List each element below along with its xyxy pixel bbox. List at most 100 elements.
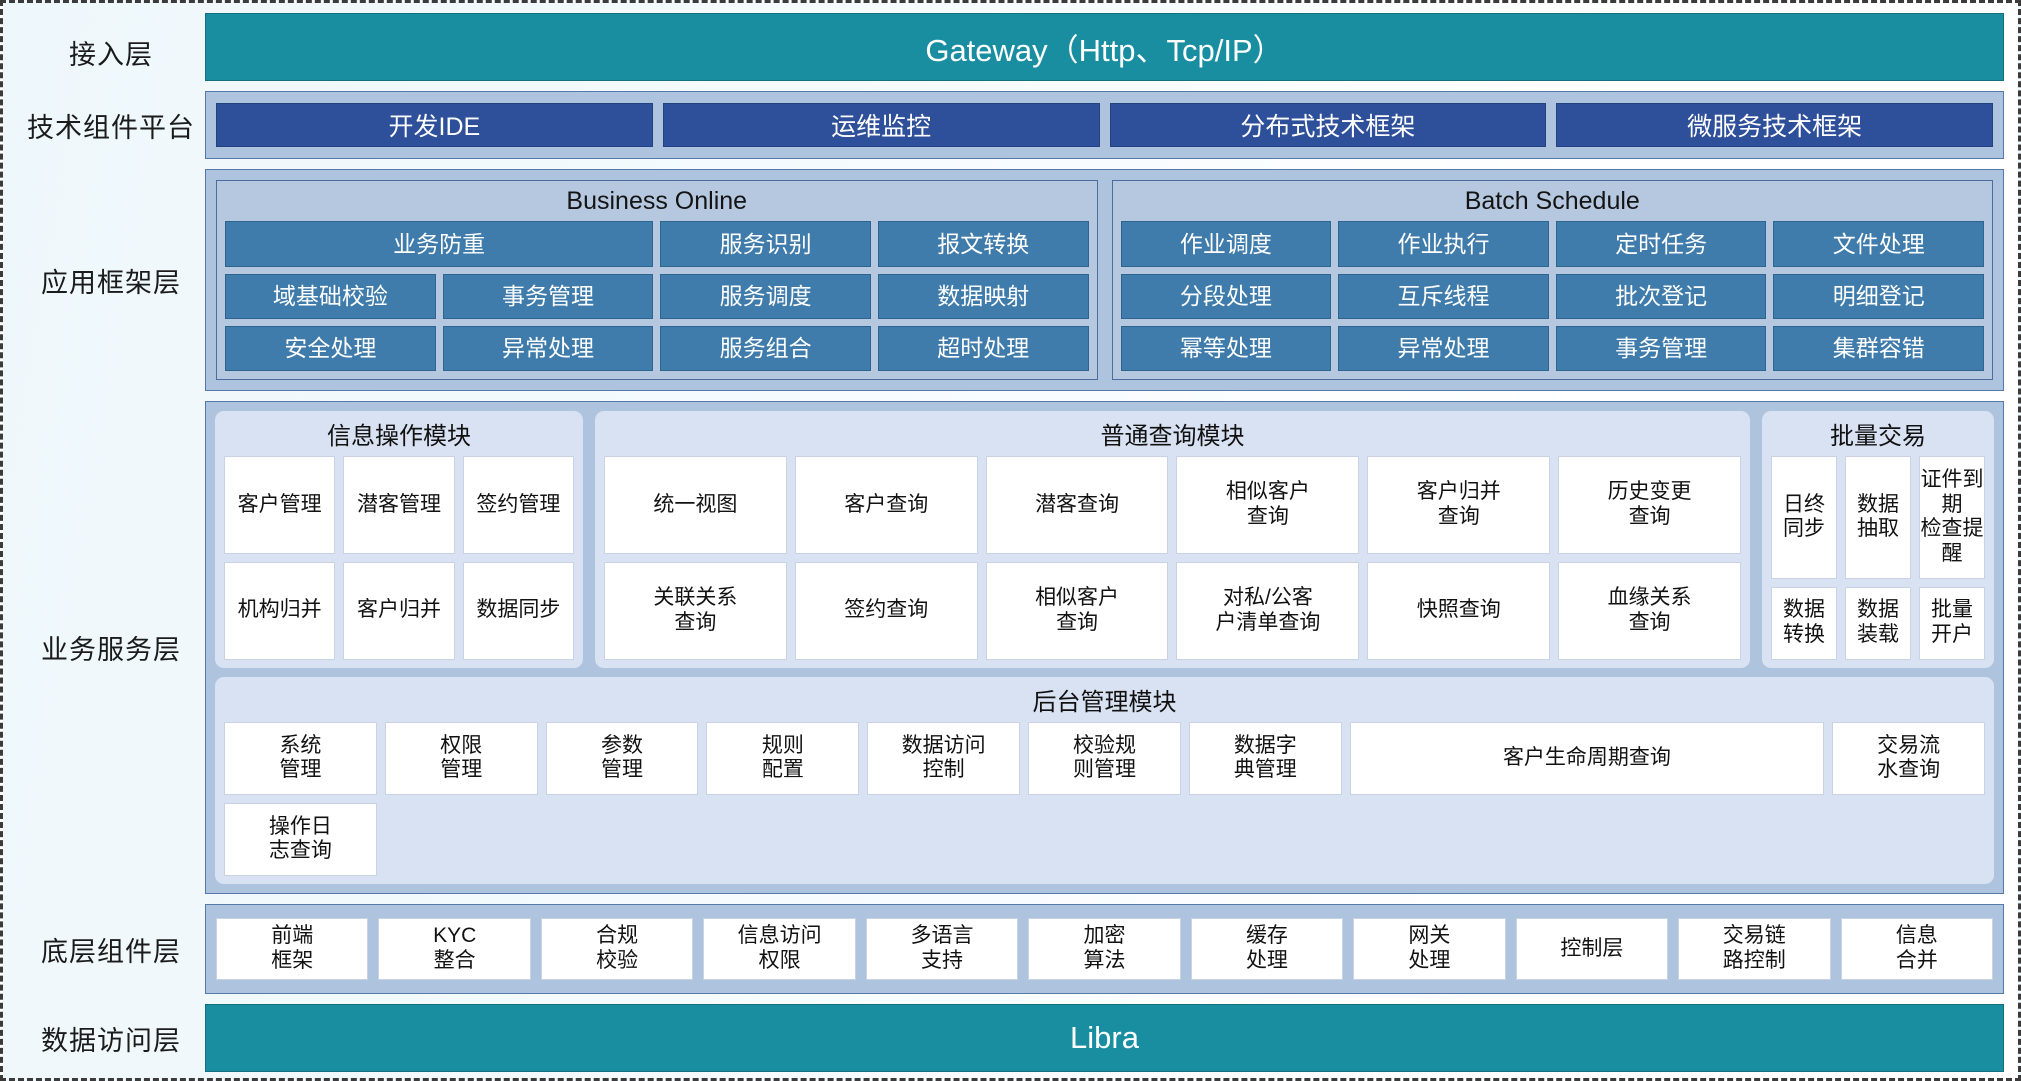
base-item-5[interactable]: 加密 算法 [1028,918,1181,980]
query-item-11[interactable]: 血缘关系 查询 [1558,561,1741,660]
batch-item-0[interactable]: 日终 同步 [1771,456,1837,579]
bo-item-6[interactable]: 数据映射 [877,273,1089,319]
business-service-bottom-row: 后台管理模块 系统 管理 权限 管理 参数 管理 规则 配置 数据访问 控制 校… [215,676,1994,884]
module-common-query: 普通查询模块 统一视图 客户查询 潜客查询 相似客户 查询 客户归并 查询 历史… [595,411,1750,668]
tech-item-ide[interactable]: 开发IDE [216,103,653,147]
query-item-0[interactable]: 统一视图 [604,456,787,554]
base-item-3[interactable]: 信息访问 权限 [703,918,856,980]
query-item-5[interactable]: 历史变更 查询 [1558,456,1741,554]
query-item-7[interactable]: 签约查询 [794,561,978,660]
query-item-1[interactable]: 客户查询 [794,456,978,554]
bs-item-7[interactable]: 明细登记 [1773,273,1984,319]
layer-label-base: 底层组件层 [41,936,181,967]
group-title-business-online: Business Online [566,187,748,215]
info-item-5[interactable]: 数据同步 [462,561,574,660]
query-item-6[interactable]: 关联关系 查询 [604,561,787,660]
batch-item-2[interactable]: 证件到期 检查提醒 [1919,456,1985,579]
bo-item-8[interactable]: 异常处理 [442,325,654,371]
layer-app-framework: 应用框架层 Business Online 业务防重 服务识别 报文转换 域基础… [17,169,2004,391]
info-item-3[interactable]: 机构归并 [224,561,336,660]
bs-item-0[interactable]: 作业调度 [1120,221,1332,267]
bo-item-2[interactable]: 报文转换 [877,221,1089,267]
layer-business-service: 业务服务层 信息操作模块 客户管理 潜客管理 签约管理 机构归并 客户归并 数据… [17,401,2004,894]
bo-item-4[interactable]: 事务管理 [442,273,654,319]
bs-item-1[interactable]: 作业执行 [1338,221,1549,267]
info-item-0[interactable]: 客户管理 [224,456,336,554]
layer-label-data: 数据访问层 [41,1025,181,1056]
business-online-grid: 业务防重 服务识别 报文转换 域基础校验 事务管理 服务调度 数据映射 安全处理… [225,221,1089,371]
spacer [17,894,2004,904]
admin-item-1[interactable]: 权限 管理 [384,721,538,795]
base-item-6[interactable]: 缓存 处理 [1190,918,1344,980]
admin-item-7[interactable]: 客户生命周期查询 [1349,721,1825,795]
spacer [17,159,2004,169]
spacer [17,994,2004,1004]
batch-item-5[interactable]: 批量 开户 [1919,586,1985,660]
batch-item-3[interactable]: 数据 转换 [1771,586,1837,660]
query-item-4[interactable]: 客户归并 查询 [1367,456,1551,554]
base-item-2[interactable]: 合规 校验 [540,918,694,980]
bs-item-5[interactable]: 互斥线程 [1338,273,1549,319]
base-item-7[interactable]: 网关 处理 [1353,918,1506,980]
bo-item-1[interactable]: 服务识别 [660,221,871,267]
batch-item-4[interactable]: 数据 装载 [1845,586,1911,660]
tech-item-ops-monitor[interactable]: 运维监控 [662,103,1100,147]
admin-item-0[interactable]: 系统 管理 [224,721,377,795]
admin-item-6[interactable]: 数据字 典管理 [1188,721,1342,795]
query-item-3[interactable]: 相似客户 查询 [1176,456,1360,554]
base-item-10[interactable]: 信息 合并 [1840,918,1993,980]
bs-item-6[interactable]: 批次登记 [1555,273,1767,319]
admin-item-5[interactable]: 校验规 则管理 [1028,721,1181,795]
bs-item-4[interactable]: 分段处理 [1120,273,1332,319]
bo-item-10[interactable]: 超时处理 [877,325,1089,371]
base-item-1[interactable]: KYC 整合 [378,918,531,980]
module-batch-transaction: 批量交易 日终 同步 数据 抽取 证件到期 检查提醒 数据 转换 数据 装载 批… [1762,411,1994,668]
business-service-panel: 信息操作模块 客户管理 潜客管理 签约管理 机构归并 客户归并 数据同步 普通查… [205,401,2004,894]
bs-item-11[interactable]: 集群容错 [1773,325,1984,371]
spacer [17,391,2004,401]
query-item-2[interactable]: 潜客查询 [985,456,1169,554]
layer-access: 接入层 Gateway（Http、Tcp/IP） [17,13,2004,91]
module-backend-admin: 后台管理模块 系统 管理 权限 管理 参数 管理 规则 配置 数据访问 控制 校… [215,676,1994,884]
query-item-9[interactable]: 对私/公客 户清单查询 [1176,561,1360,660]
admin-item-4[interactable]: 数据访问 控制 [867,721,1021,795]
batch-item-1[interactable]: 数据 抽取 [1845,456,1911,579]
tech-item-microservice-framework[interactable]: 微服务技术框架 [1556,103,1993,147]
admin-item-9[interactable]: 操作日 志查询 [224,802,377,876]
layer-tech: 技术组件平台 开发IDE 运维监控 分布式技术框架 微服务技术框架 [17,91,2004,159]
libra-banner: Libra [205,1004,2004,1072]
tech-item-distributed-framework[interactable]: 分布式技术框架 [1109,103,1547,147]
bo-item-3[interactable]: 域基础校验 [225,273,436,319]
base-item-4[interactable]: 多语言 支持 [865,918,1019,980]
base-item-8[interactable]: 控制层 [1515,918,1669,980]
bo-item-7[interactable]: 安全处理 [225,325,436,371]
bs-item-10[interactable]: 事务管理 [1555,325,1767,371]
group-batch-schedule: Batch Schedule 作业调度 作业执行 定时任务 文件处理 分段处理 … [1111,180,1993,380]
gateway-banner: Gateway（Http、Tcp/IP） [205,13,2004,81]
bo-item-5[interactable]: 服务调度 [660,273,871,319]
layer-label-biz: 业务服务层 [41,635,181,665]
query-item-10[interactable]: 快照查询 [1367,561,1551,660]
bo-item-9[interactable]: 服务组合 [660,325,871,371]
admin-item-2[interactable]: 参数 管理 [545,721,699,795]
module-title-common-query: 普通查询模块 [1100,423,1245,450]
backend-admin-grid: 系统 管理 权限 管理 参数 管理 规则 配置 数据访问 控制 校验规 则管理 … [224,721,1985,876]
info-item-1[interactable]: 潜客管理 [343,456,455,554]
group-business-online: Business Online 业务防重 服务识别 报文转换 域基础校验 事务管… [216,180,1098,380]
info-item-4[interactable]: 客户归并 [343,561,455,660]
admin-item-3[interactable]: 规则 配置 [706,721,860,795]
query-item-8[interactable]: 相似客户 查询 [985,561,1169,660]
info-item-2[interactable]: 签约管理 [462,456,574,554]
bs-item-9[interactable]: 异常处理 [1338,325,1549,371]
base-item-9[interactable]: 交易链 路控制 [1678,918,1831,980]
layer-label-access: 接入层 [69,39,153,70]
bs-item-8[interactable]: 幂等处理 [1120,325,1332,371]
base-item-0[interactable]: 前端 框架 [216,918,369,980]
module-title-backend-admin: 后台管理模块 [1032,688,1177,716]
bs-item-2[interactable]: 定时任务 [1555,221,1767,267]
bs-item-3[interactable]: 文件处理 [1773,221,1984,267]
bo-item-0[interactable]: 业务防重 [225,221,654,267]
admin-item-8[interactable]: 交易流 水查询 [1832,721,1985,795]
common-query-grid: 统一视图 客户查询 潜客查询 相似客户 查询 客户归并 查询 历史变更 查询 关… [604,456,1741,660]
layer-data-access: 数据访问层 Libra [17,1004,2004,1072]
